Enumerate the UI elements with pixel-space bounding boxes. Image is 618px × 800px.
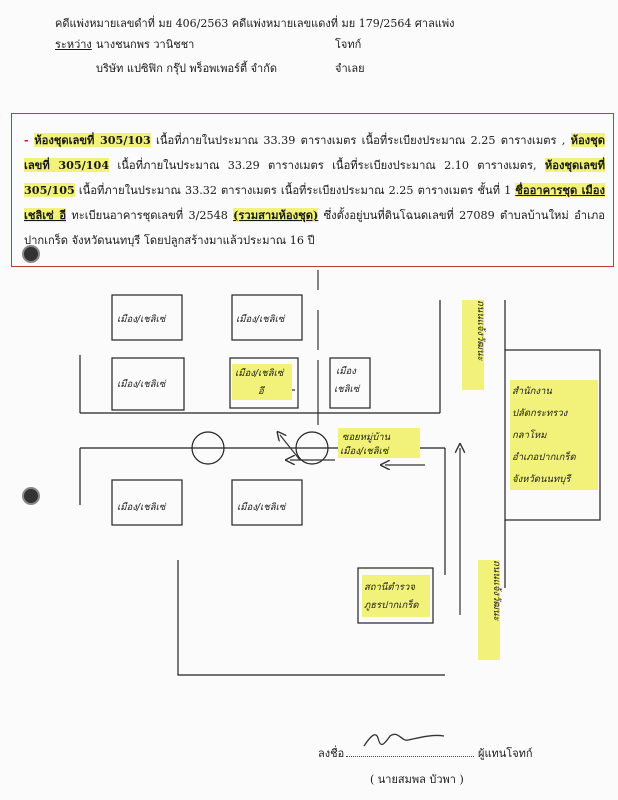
police-highlight (362, 575, 430, 617)
target-building-highlight (232, 364, 292, 400)
building-label: เมือง/เชลิเซ่ (117, 379, 167, 390)
target-building-label: เมือง/เชลิเซ่ (235, 368, 285, 379)
three-units-note: (รวมสามห้องชุด) (233, 208, 319, 222)
office-label: สำนักงาน (512, 386, 552, 397)
plaintiff-name: นางชนกพร วานิชชา (96, 38, 195, 51)
office-label: ปลัดกระทรวง (512, 408, 569, 419)
road-top-edge (79, 355, 440, 414)
building-block (111, 357, 185, 411)
road-top-highlight (462, 300, 484, 390)
police-station (357, 567, 434, 624)
road-label-bottom: ถนนแจ้งวัฒนะ (491, 560, 502, 621)
unit-305-103: ห้องชุดเลขที่ 305/103 (34, 133, 151, 147)
building-block (231, 294, 303, 341)
roundabout-right (295, 431, 329, 465)
between-label: ระหว่าง (55, 38, 92, 51)
district-office (504, 349, 601, 521)
punch-hole-top (22, 245, 40, 263)
target-building (229, 357, 299, 409)
plaintiff-role: โจทก์ (335, 38, 362, 51)
property-description: - ห้องชุดเลขที่ 305/103 เนื้อที่ภายในประ… (24, 133, 606, 247)
roundabout-left (191, 431, 225, 465)
small-building-label: เมือง (336, 366, 357, 377)
road-label-top: ถนนแจ้งวัฒนะ (475, 300, 486, 361)
entrance-label: เมือง/เชลิเซ่ (340, 446, 390, 457)
building-block (111, 294, 183, 341)
defendant-role: จำเลย (335, 62, 365, 75)
location-map: เมือง/เชลิเซ่ เมือง/เชลิเซ่ เมือง/เชลิเซ… (79, 270, 601, 676)
signer-role: ผู้แทนโจทก์ (478, 747, 533, 760)
building-block (111, 479, 183, 526)
target-building-suffix: อี (258, 385, 266, 397)
office-label: จังหวัดนนทบุรี (512, 473, 572, 485)
building-label: เมือง/เชลิเซ่ (117, 502, 167, 513)
punch-hole-bottom (22, 487, 40, 505)
office-label: กลาโหม (512, 429, 547, 441)
route-arrow (280, 435, 301, 461)
signature-mark (363, 733, 445, 747)
police-label: ภูธรปากเกร็ด (364, 599, 419, 611)
defendant-name: บริษัท แปซิฟิก กรุ๊ป พร็อพเพอร์ตี้ จำกัด (96, 62, 278, 75)
building-label: เมือง/เชลิเซ่ (237, 502, 287, 513)
signer-name: ( นายสมพล บัวพา ) (370, 773, 464, 786)
building-block (231, 479, 303, 526)
road-bottom-highlight (478, 560, 500, 660)
sign-label: ลงชื่อ (318, 747, 345, 760)
small-building-label: เชลิเซ่ (334, 384, 361, 395)
building-label: เมือง/เชลิเซ่ (117, 314, 167, 325)
building-label: เมือง/เชลิเซ่ (236, 314, 286, 325)
entrance-highlight (338, 428, 420, 458)
building-block (329, 357, 371, 409)
entrance-label: ซอยหมู่บ้าน (342, 432, 391, 443)
police-label: สถานีตำรวจ (364, 581, 415, 593)
case-number-line: คดีแพ่งหมายเลขดำที่ มย 406/2563 คดีแพ่งห… (55, 17, 455, 30)
lower-road (177, 560, 445, 676)
signature-line (346, 745, 474, 757)
office-highlight (510, 380, 598, 490)
property-description-box: - ห้องชุดเลขที่ 305/103 เนื้อที่ภายในประ… (11, 113, 614, 267)
office-label: อำเภอปากเกร็ด (512, 451, 576, 463)
